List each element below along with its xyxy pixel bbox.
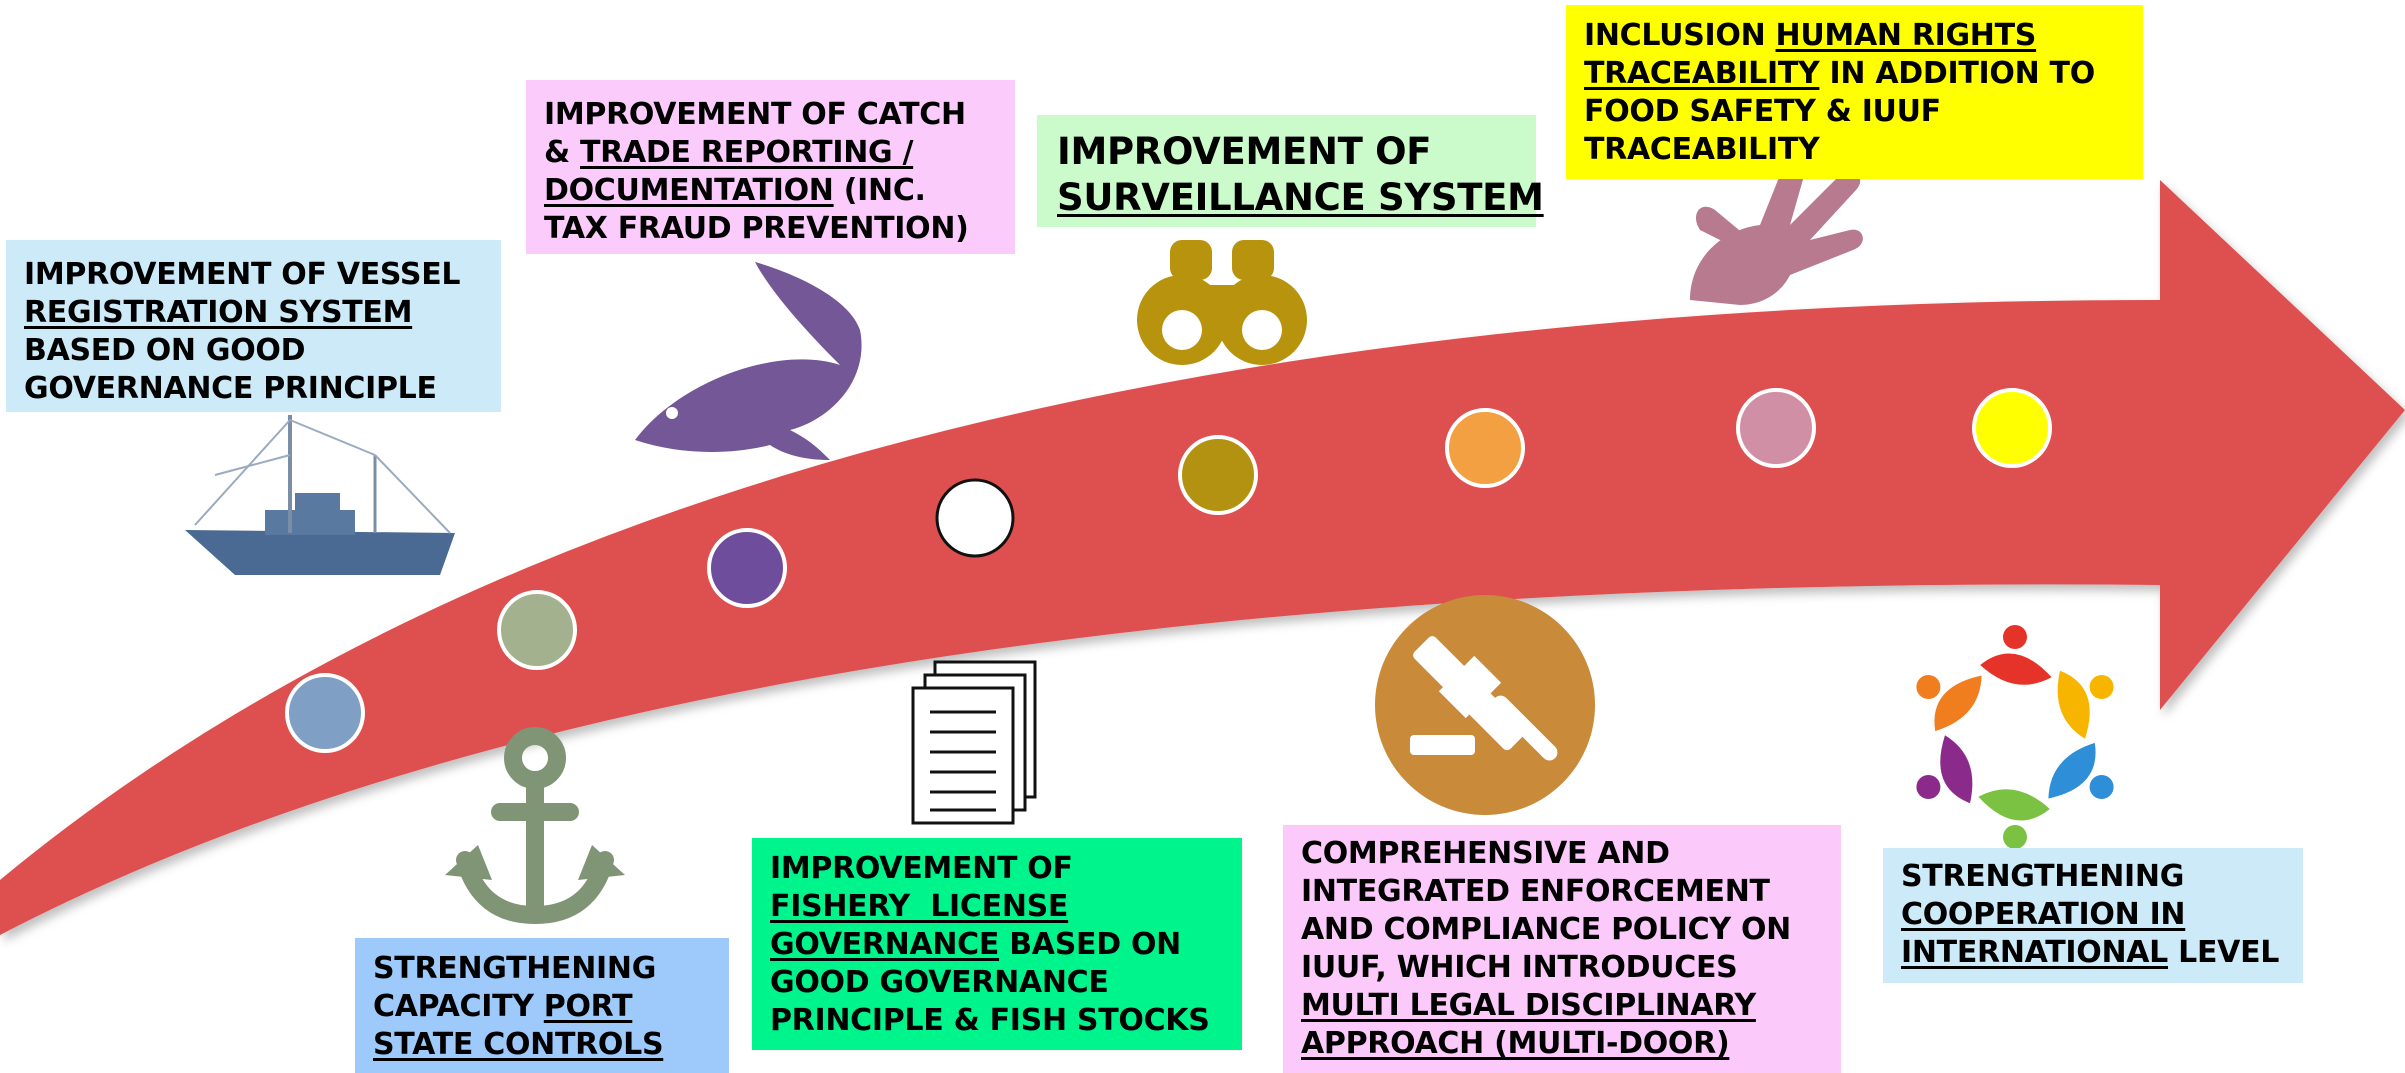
person-head-3 xyxy=(2089,775,2114,799)
catch-reporting-box: IMPROVEMENT OF CATCH & TRADE REPORTING /… xyxy=(526,80,1015,254)
milestone-circle-8 xyxy=(1972,388,2052,468)
person-head-5 xyxy=(1916,775,1941,799)
fish-icon xyxy=(635,262,862,460)
traceability-line-2b: IN ADDITION TO xyxy=(1819,56,2096,91)
fishery-license-box: IMPROVEMENT OF FISHERY LICENSE GOVERNANC… xyxy=(752,838,1242,1050)
vessel-line-2: REGISTRATION SYSTEM xyxy=(24,295,413,330)
cooperation-line-2: COOPERATION IN xyxy=(1901,897,2186,932)
milestone-circle-6 xyxy=(1445,408,1525,488)
license-line-1: IMPROVEMENT OF xyxy=(770,851,1073,886)
traceability-line-1a: INCLUSION xyxy=(1584,18,1776,53)
gavel-icon xyxy=(1375,595,1595,815)
port-line-3: STATE CONTROLS xyxy=(373,1027,664,1062)
person-body-2 xyxy=(2057,670,2090,739)
cooperation-line-1: STRENGTHENING xyxy=(1901,859,2185,894)
person-body-5 xyxy=(1940,735,1973,804)
milestone-circle-4 xyxy=(935,478,1015,558)
person-head-2 xyxy=(2089,675,2114,699)
anchor-flukes xyxy=(445,845,625,880)
milestone-circle-3 xyxy=(707,528,787,608)
catch-line-3a: DOCUMENTATION xyxy=(544,173,834,208)
catch-line-2a: & xyxy=(544,135,581,170)
enforcement-box: COMPREHENSIVE AND INTEGRATED ENFORCEMENT… xyxy=(1283,825,1841,1073)
catch-line-1: IMPROVEMENT OF CATCH xyxy=(544,97,966,132)
cooperation-line-3a: INTERNATIONAL xyxy=(1901,935,2168,970)
enforcement-line-1: COMPREHENSIVE AND xyxy=(1301,836,1670,871)
surveillance-line-1: IMPROVEMENT OF xyxy=(1057,130,1432,173)
person-body-4 xyxy=(1978,789,2050,821)
fishing-boat-icon xyxy=(185,415,455,575)
catch-line-2b: TRADE REPORTING / xyxy=(580,135,914,170)
license-line-5: PRINCIPLE & FISH STOCKS xyxy=(770,1003,1210,1038)
port-line-2a: CAPACITY xyxy=(373,989,544,1024)
person-head-1 xyxy=(2003,625,2027,649)
vessel-line-1: IMPROVEMENT OF VESSEL xyxy=(24,257,461,292)
traceability-line-3: FOOD SAFETY & IUUF xyxy=(1584,94,1941,129)
timeline-arrow xyxy=(0,180,2405,935)
milestone-circle-5 xyxy=(1178,435,1258,515)
enforcement-line-2: INTEGRATED ENFORCEMENT xyxy=(1301,874,1770,909)
person-body-6 xyxy=(1934,675,1982,732)
milestone-circle-7 xyxy=(1736,388,1816,468)
traceability-box: INCLUSION HUMAN RIGHTS TRACEABILITY IN A… xyxy=(1566,5,2143,179)
port-line-1: STRENGTHENING xyxy=(373,951,657,986)
cooperation-box: STRENGTHENING COOPERATION IN INTERNATION… xyxy=(1883,848,2303,983)
documents-icon xyxy=(911,660,1037,825)
anchor-icon xyxy=(456,727,614,925)
traceability-line-2a: TRACEABILITY xyxy=(1584,56,1820,91)
catch-line-3b: (INC. xyxy=(833,173,926,208)
traceability-line-1b: HUMAN RIGHTS xyxy=(1775,18,2037,53)
enforcement-line-5: MULTI LEGAL DISCIPLINARY xyxy=(1301,988,1756,1023)
vessel-line-3: BASED ON GOOD xyxy=(24,333,306,368)
cooperation-line-3b: LEVEL xyxy=(2168,935,2280,970)
port-state-box: STRENGTHENING CAPACITY PORT STATE CONTRO… xyxy=(355,938,729,1073)
enforcement-line-3: AND COMPLIANCE POLICY ON xyxy=(1301,912,1791,947)
enforcement-line-4: IUUF, WHICH INTRODUCES xyxy=(1301,950,1738,985)
traceability-line-4: TRACEABILITY xyxy=(1584,132,1820,167)
milestone-circle-2 xyxy=(497,590,577,670)
milestone-circle-1 xyxy=(285,673,365,753)
people-circle-icon xyxy=(1916,625,2114,849)
license-line-3a: GOVERNANCE xyxy=(770,927,1000,962)
license-line-3b: BASED ON xyxy=(999,927,1181,962)
person-body-3 xyxy=(2048,742,2096,799)
enforcement-line-6: APPROACH (MULTI-DOOR) xyxy=(1301,1026,1730,1061)
human-rights-hand-icon xyxy=(1690,140,1863,305)
surveillance-line-2: SURVEILLANCE SYSTEM xyxy=(1057,176,1544,219)
license-line-4: GOOD GOVERNANCE xyxy=(770,965,1109,1000)
vessel-line-4: GOVERNANCE PRINCIPLE xyxy=(24,371,437,406)
port-line-2b: PORT xyxy=(543,989,633,1024)
person-head-4 xyxy=(2003,825,2027,849)
license-line-2: FISHERY LICENSE xyxy=(770,889,1069,924)
milestone-markers xyxy=(285,388,2052,753)
person-head-6 xyxy=(1916,675,1941,699)
binoculars-icon xyxy=(1137,240,1307,365)
vessel-registration-box: IMPROVEMENT OF VESSEL REGISTRATION SYSTE… xyxy=(6,240,501,412)
surveillance-box: IMPROVEMENT OF SURVEILLANCE SYSTEM xyxy=(1037,115,1544,227)
person-body-1 xyxy=(1980,653,2052,685)
catch-line-4: TAX FRAUD PREVENTION) xyxy=(544,211,969,246)
